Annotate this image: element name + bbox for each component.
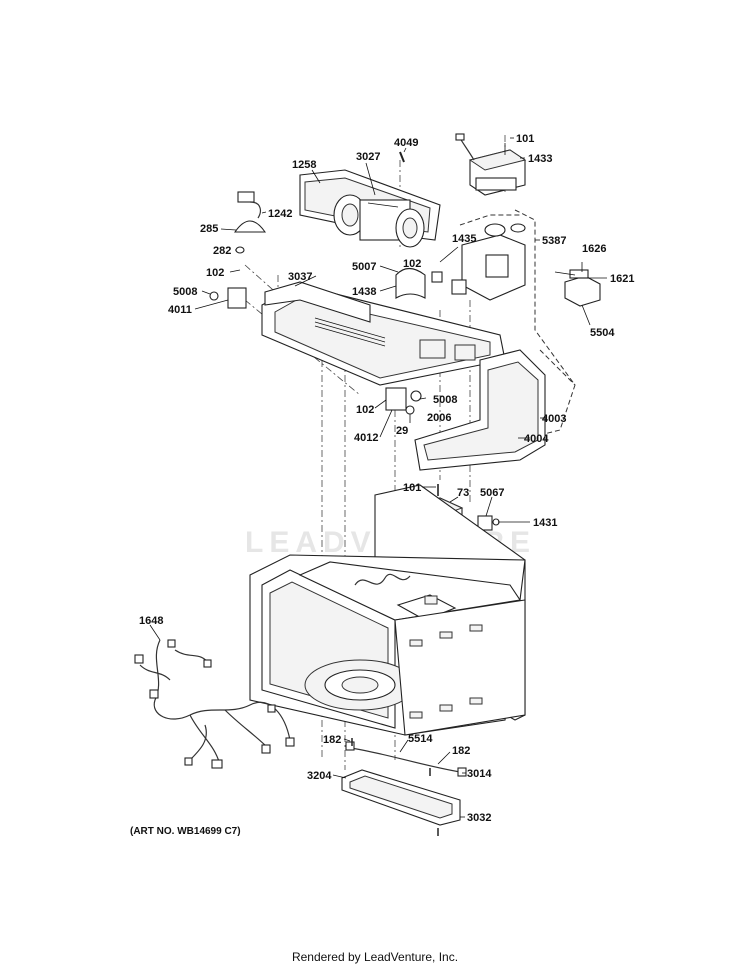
callout-1258: 1258: [292, 159, 316, 171]
callout-3204: 3204: [307, 770, 332, 782]
callout-282: 282: [213, 245, 231, 257]
footer-credit: Rendered by LeadVenture, Inc.: [291, 950, 459, 964]
art-number: (ART NO. WB14699 C7): [130, 826, 241, 837]
part-1438-damper: [395, 246, 459, 299]
part-4012-interlock: [385, 387, 422, 415]
callout-182: 182: [323, 734, 341, 746]
part-4049-screw: [399, 151, 405, 163]
part-4003-air-duct: [414, 349, 576, 471]
part-1433-transformer: [455, 133, 527, 196]
callout-1431: 1431: [533, 517, 557, 529]
part-oven-cavity: [249, 484, 526, 736]
callout-5008-b: 5008: [433, 394, 457, 406]
callout-5504: 5504: [590, 327, 615, 339]
callout-29: 29: [396, 425, 408, 437]
callout-285: 285: [200, 223, 218, 235]
callout-101-mid: 101: [403, 482, 421, 494]
callout-leaders: [149, 137, 607, 818]
callout-3037: 3037: [288, 271, 312, 283]
part-285-thermal-cutoff: [233, 191, 267, 254]
callout-3027: 3027: [356, 151, 380, 163]
part-3027-blower-motor: [333, 194, 425, 248]
callout-1621: 1621: [610, 273, 634, 285]
callout-4004: 4004: [524, 433, 549, 445]
callout-3014: 3014: [467, 768, 492, 780]
part-1621-fuse-holder: [554, 262, 601, 307]
part-3032-vent-cover: [341, 769, 461, 836]
callout-102-c: 102: [356, 404, 374, 416]
callout-5514: 5514: [408, 733, 433, 745]
callout-5387: 5387: [542, 235, 566, 247]
part-1648-wire-harness: [134, 639, 295, 769]
part-3037-chassis-top: [261, 281, 506, 386]
callout-1626: 1626: [582, 243, 606, 255]
part-1431-thermostat: [477, 515, 500, 531]
callout-5008: 5008: [173, 286, 197, 298]
callout-5007: 5007: [352, 261, 376, 273]
part-4011-switch: [209, 287, 247, 309]
callout-1242: 1242: [268, 208, 292, 220]
callout-labels: 101 1433 4049 3027 1258 1242 285 282 538…: [139, 133, 634, 824]
callout-4012: 4012: [354, 432, 378, 444]
callout-102: 102: [206, 267, 224, 279]
callout-1438: 1438: [352, 286, 376, 298]
part-5514-light-assembly: [345, 738, 467, 777]
callout-101: 101: [516, 133, 534, 145]
callout-182-b: 182: [452, 745, 470, 757]
callout-5067: 5067: [480, 487, 504, 499]
callout-4011: 4011: [168, 304, 192, 316]
callout-1435: 1435: [452, 233, 476, 245]
callout-1648: 1648: [139, 615, 163, 627]
callout-73: 73: [457, 487, 469, 499]
callout-1433: 1433: [528, 153, 552, 165]
callout-3032: 3032: [467, 812, 491, 824]
callout-4049: 4049: [394, 137, 418, 149]
callout-102-b: 102: [403, 258, 421, 270]
callout-2006: 2006: [427, 412, 451, 424]
part-5387-bracket-assembly: [451, 209, 576, 441]
callout-4003: 4003: [542, 413, 566, 425]
